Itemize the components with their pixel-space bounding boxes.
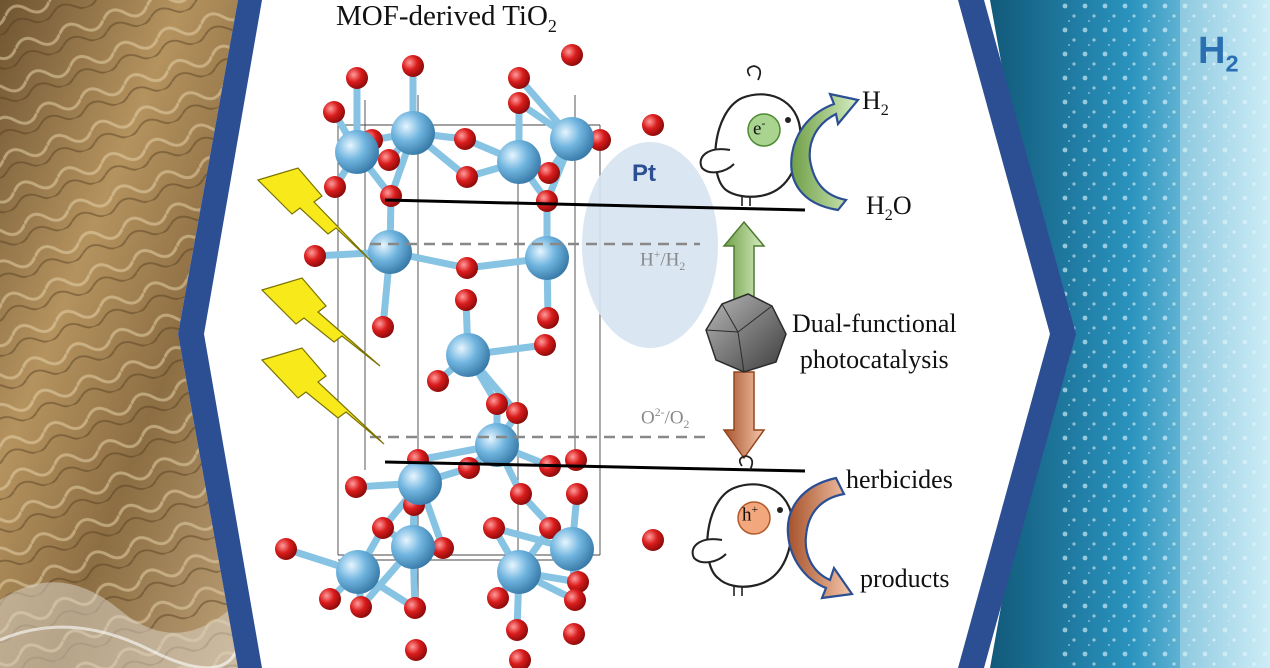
oxygen-atom	[561, 44, 583, 66]
oxygen-atom	[275, 538, 297, 560]
oxygen-atom	[534, 334, 556, 356]
oxygen-atom	[487, 587, 509, 609]
electron-label: e-	[753, 117, 766, 140]
mechanism-line-1: Dual-functional	[792, 309, 957, 338]
products-label: products	[860, 564, 950, 593]
oxygen-atom	[405, 639, 427, 661]
orange-arrow-icon	[722, 371, 766, 460]
right-frame	[958, 0, 1076, 668]
oxygen-atom	[324, 176, 346, 198]
oxygen-atom	[538, 162, 560, 184]
conduction-band-line	[384, 198, 806, 212]
titanium-atom	[336, 550, 380, 594]
oxygen-atom	[456, 257, 478, 279]
oxygen-atom	[458, 457, 480, 479]
oxygen-atom	[323, 101, 345, 123]
h2o-label: H2O	[866, 191, 912, 225]
lightning-icon	[260, 277, 381, 367]
mechanism-line-2: photocatalysis	[799, 345, 949, 374]
oxygen-atom	[455, 289, 477, 311]
oxygen-atom	[642, 529, 664, 551]
titanium-atom	[368, 230, 412, 274]
titanium-atom	[475, 423, 519, 467]
oxygen-atom	[350, 596, 372, 618]
oxygen-atom	[589, 129, 611, 151]
herbicide-degradation-arrow-icon	[786, 476, 854, 600]
green-arrow-icon	[722, 220, 766, 303]
h2o-to-h2-arrow-icon	[790, 92, 861, 212]
diagram-title: MOF-derived TiO2	[336, 0, 557, 36]
corner-h2-label: H2	[1198, 30, 1239, 77]
titanium-atom	[497, 550, 541, 594]
oxygen-atom	[346, 67, 368, 89]
oxygen-atom	[509, 649, 531, 668]
oxygen-atom	[537, 307, 559, 329]
titanium-atom	[446, 333, 490, 377]
oxygen-atom	[563, 623, 585, 645]
o-redox-label: O2-/O2	[641, 406, 690, 432]
oxygen-atom	[508, 92, 530, 114]
titanium-atom	[550, 117, 594, 161]
valence-band-line	[384, 460, 806, 473]
rock-icon	[705, 293, 787, 373]
oxygen-atom	[432, 537, 454, 559]
oxygen-atom	[642, 114, 664, 136]
titanium-atom	[525, 236, 569, 280]
oxygen-atom	[510, 483, 532, 505]
titanium-atom	[391, 111, 435, 155]
oxygen-atom	[483, 517, 505, 539]
oxygen-atom	[567, 571, 589, 593]
oxygen-atom	[378, 149, 400, 171]
titanium-atom	[335, 130, 379, 174]
titanium-atom	[391, 525, 435, 569]
oxygen-atom	[345, 476, 367, 498]
oxygen-atom	[564, 589, 586, 611]
titanium-atom	[497, 140, 541, 184]
h-redox-label: H+/H2	[640, 248, 686, 274]
oxygen-atom	[566, 483, 588, 505]
oxygen-atom	[506, 402, 528, 424]
oxygen-atom	[506, 619, 528, 641]
oxygen-atom	[539, 517, 561, 539]
hole-label: h+	[742, 503, 759, 526]
oxygen-atom	[427, 370, 449, 392]
mechanism-label: Dual-functional photocatalysis	[792, 306, 957, 378]
pt-label: Pt	[632, 160, 656, 187]
oxygen-atom	[402, 55, 424, 77]
herbicides-label: herbicides	[846, 465, 953, 494]
oxygen-atom	[456, 166, 478, 188]
titanium-atom	[550, 527, 594, 571]
oxygen-atom	[372, 517, 394, 539]
lightning-icon	[260, 347, 385, 445]
oxygen-atom	[404, 597, 426, 619]
oxygen-atom	[536, 190, 558, 212]
oxygen-atom	[372, 316, 394, 338]
oxygen-atom	[454, 128, 476, 150]
oxygen-atom	[486, 393, 508, 415]
oxygen-atom	[508, 67, 530, 89]
titanium-atom	[398, 461, 442, 505]
lightning-icon	[256, 167, 373, 263]
atom-layer	[275, 44, 664, 668]
h2-label: H2	[862, 86, 889, 120]
oxygen-atom	[304, 245, 326, 267]
left-frame	[178, 0, 262, 668]
oxygen-atom	[380, 185, 402, 207]
oxygen-atom	[319, 588, 341, 610]
